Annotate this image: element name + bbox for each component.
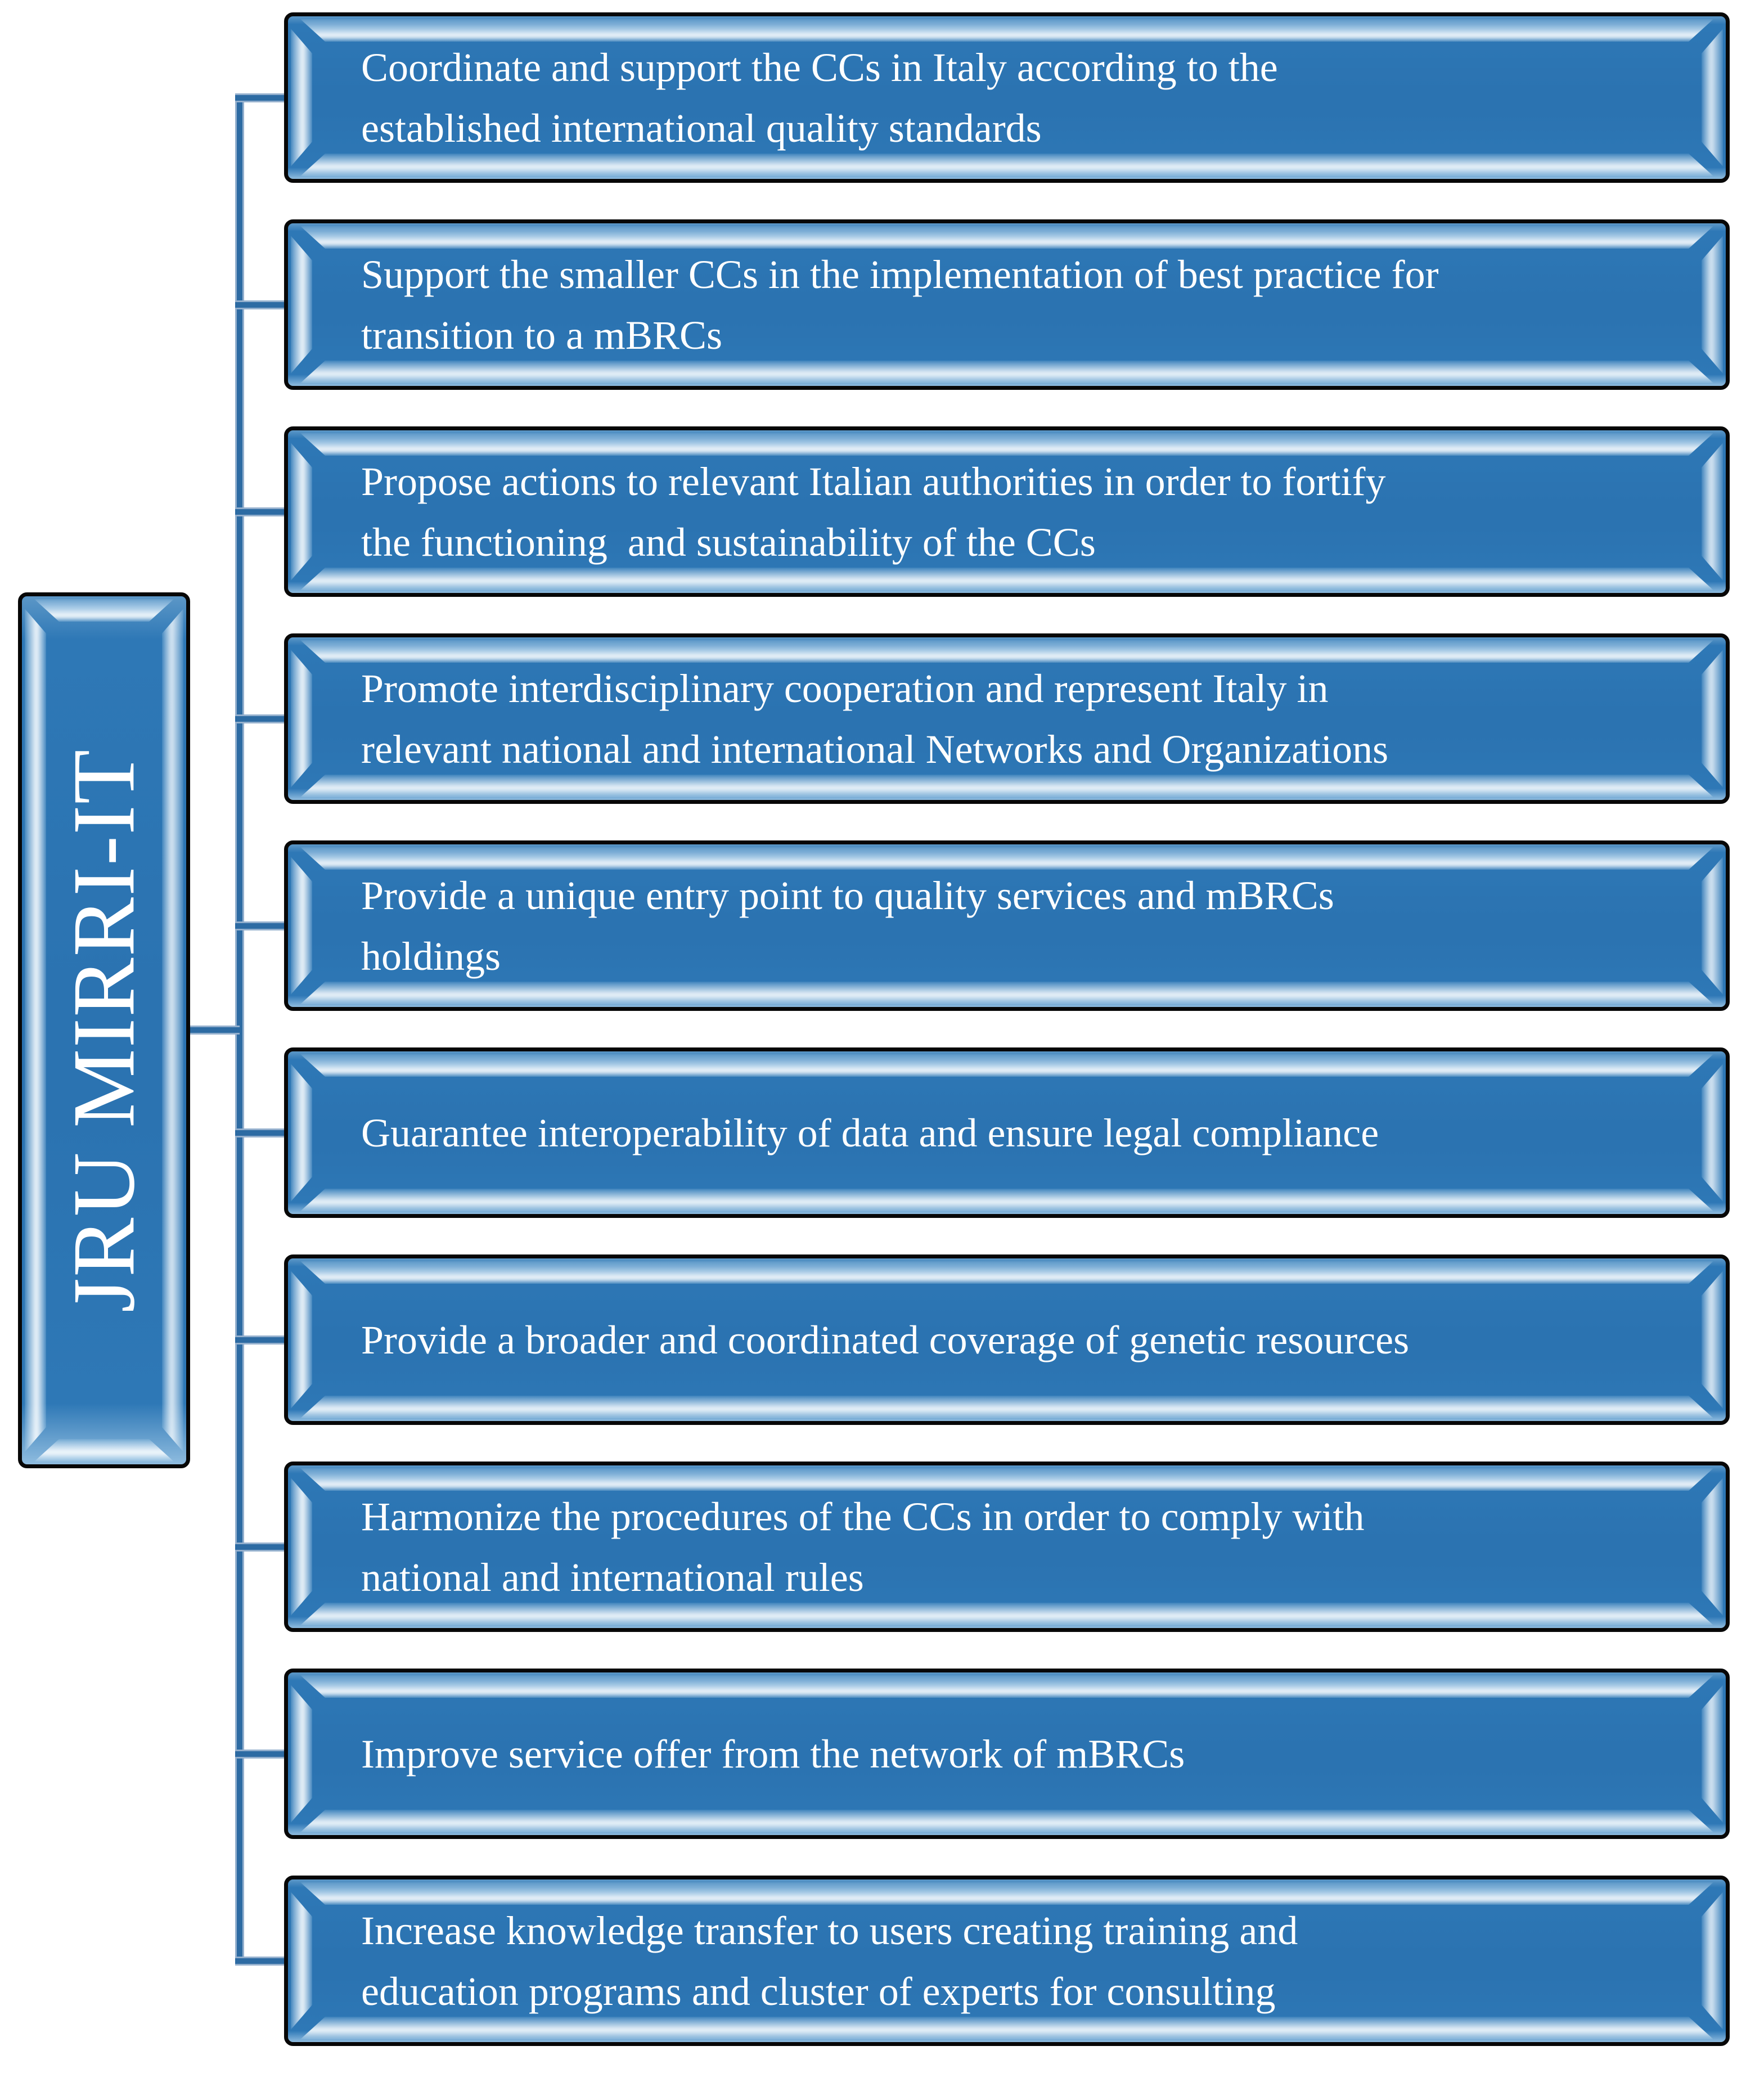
objective-box: Support the smaller CCs in the implement… (284, 219, 1730, 390)
objective-item: Provide a broader and coordinated covera… (235, 1254, 1730, 1425)
bevel-highlight (300, 1261, 1713, 1284)
objective-connector (235, 300, 284, 309)
bevel-highlight (1702, 443, 1723, 581)
objective-box: Promote interdisciplinary cooperation an… (284, 633, 1730, 804)
bevel-highlight (300, 1675, 1713, 1698)
bevel-highlight (300, 1810, 1713, 1832)
objective-text: Guarantee interoperability of data and e… (361, 1110, 1379, 1155)
root-label: JRU MIRRI-IT (55, 748, 153, 1312)
objective-item: Provide a unique entry point to quality … (235, 840, 1730, 1011)
objective-text: Increase knowledge transfer to users cre… (361, 1908, 1298, 2014)
objective-connector (235, 1542, 284, 1552)
bevel-highlight (300, 1189, 1713, 1211)
objective-item: Coordinate and support the CCs in Italy … (235, 12, 1730, 183)
objective-connector (235, 1335, 284, 1344)
objective-box: Guarantee interoperability of data and e… (284, 1047, 1730, 1218)
objective-connector (235, 714, 284, 723)
bevel-highlight (1702, 236, 1723, 374)
bevel-highlight (300, 1396, 1713, 1418)
objective-connector (235, 507, 284, 516)
objective-connector (235, 1749, 284, 1759)
objective-box: Harmonize the procedures of the CCs in o… (284, 1462, 1730, 1632)
objective-box: Provide a unique entry point to quality … (284, 840, 1730, 1011)
objective-item: Guarantee interoperability of data and e… (235, 1047, 1730, 1218)
bevel-highlight (1702, 1271, 1723, 1409)
bevel-highlight (300, 1054, 1713, 1077)
objective-text: Improve service offer from the network o… (361, 1731, 1185, 1777)
bevel-highlight (1702, 1478, 1723, 1616)
objective-text: Coordinate and support the CCs in Italy … (361, 44, 1278, 151)
objective-item: Harmonize the procedures of the CCs in o… (235, 1462, 1730, 1632)
objective-text: Harmonize the procedures of the CCs in o… (361, 1494, 1365, 1600)
objective-text: Provide a unique entry point to quality … (361, 873, 1334, 979)
objective-box: Increase knowledge transfer to users cre… (284, 1876, 1730, 2046)
objective-connector (235, 921, 284, 930)
objective-item: Improve service offer from the network o… (235, 1669, 1730, 1839)
objective-connector (235, 1956, 284, 1966)
objective-item: Increase knowledge transfer to users cre… (235, 1876, 1730, 2046)
objective-box: Provide a broader and coordinated covera… (284, 1254, 1730, 1425)
objective-box: Propose actions to relevant Italian auth… (284, 426, 1730, 597)
objective-text: Propose actions to relevant Italian auth… (361, 458, 1386, 565)
objective-box: Coordinate and support the CCs in Italy … (284, 12, 1730, 183)
objective-text: Provide a broader and coordinated covera… (361, 1317, 1410, 1362)
objective-box: Improve service offer from the network o… (284, 1669, 1730, 1839)
bevel-highlight (1702, 1892, 1723, 2030)
bevel-highlight (1702, 650, 1723, 788)
root-connector (186, 1026, 240, 1035)
objective-text: Support the smaller CCs in the implement… (361, 251, 1439, 358)
objective-connector (235, 1128, 284, 1137)
objective-item: Propose actions to relevant Italian auth… (235, 426, 1730, 597)
objective-connector (235, 93, 284, 102)
bevel-highlight (1702, 857, 1723, 995)
bevel-highlight (1702, 29, 1723, 167)
objective-item: Support the smaller CCs in the implement… (235, 219, 1730, 390)
bevel-highlight (1702, 1064, 1723, 1202)
bevel-highlight (1702, 1685, 1723, 1823)
objective-text: Promote interdisciplinary cooperation an… (361, 665, 1389, 772)
objective-item: Promote interdisciplinary cooperation an… (235, 633, 1730, 804)
